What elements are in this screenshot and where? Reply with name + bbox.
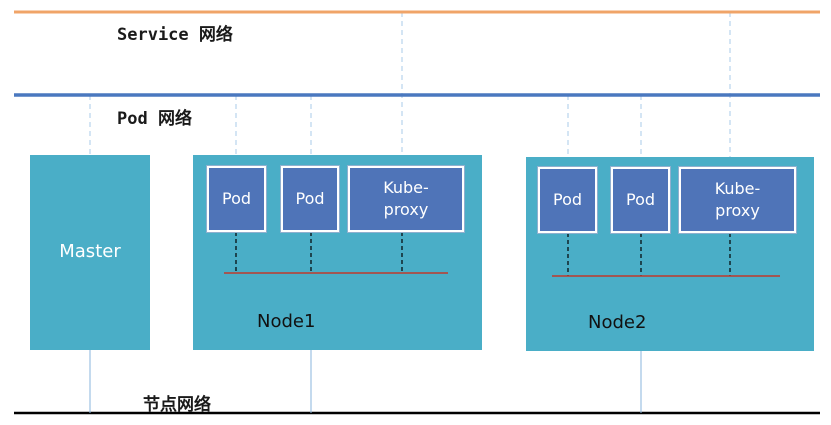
master-label: Master: [59, 241, 121, 262]
node1-pod-1: Pod: [207, 166, 266, 232]
pod-network-label: Pod 网络: [117, 109, 192, 129]
node-network-label: 节点网络: [143, 395, 211, 415]
node1-label: Node1: [257, 311, 316, 332]
node2-label: Node2: [588, 312, 647, 333]
master-box: Master: [30, 155, 150, 350]
service-network-label: Service 网络: [117, 25, 233, 45]
node2-pod-1: Pod: [538, 167, 597, 233]
node2-pod-2: Pod: [611, 167, 670, 233]
node2-kube-proxy: Kube- proxy: [679, 167, 796, 233]
node1-kube-proxy: Kube- proxy: [348, 166, 464, 232]
node1-pod-2: Pod: [281, 166, 339, 232]
